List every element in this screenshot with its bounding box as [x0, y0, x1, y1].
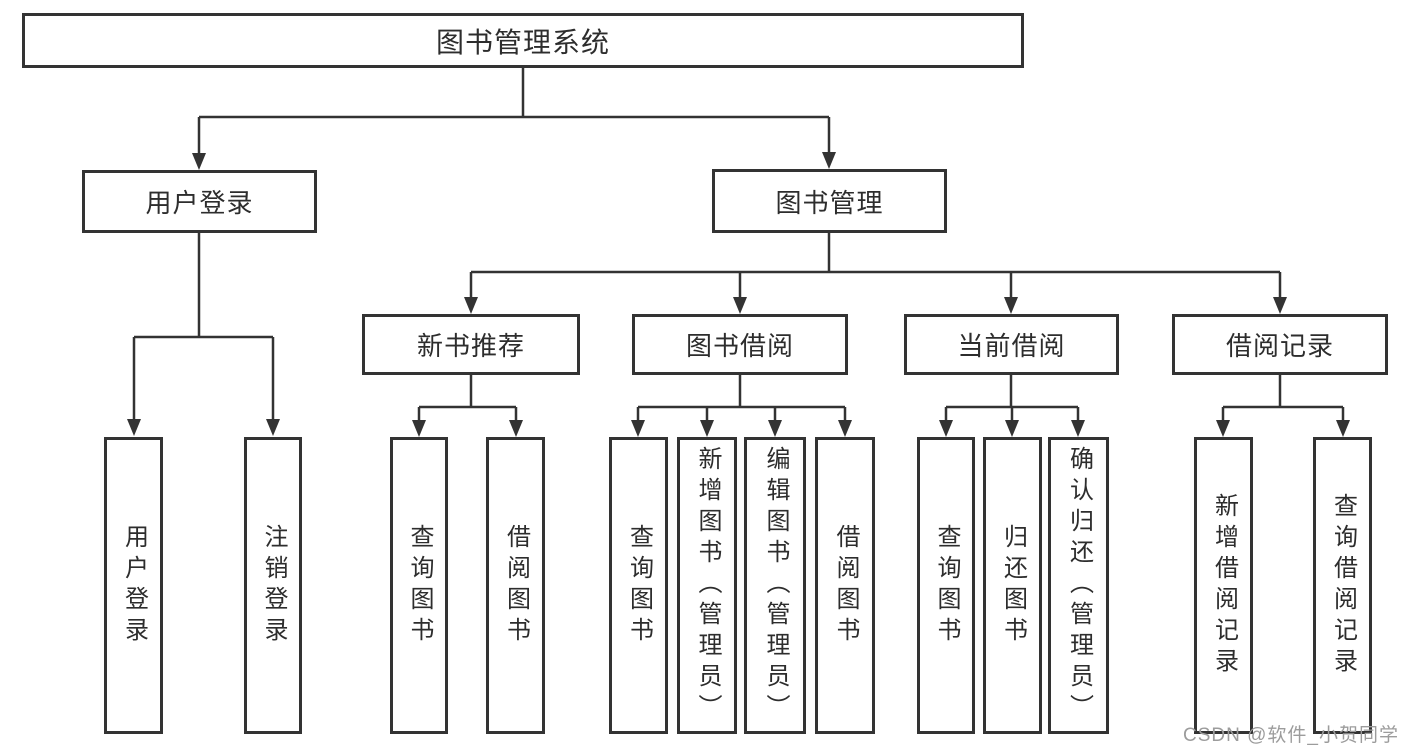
node-book-borrow-label: 图书借阅 — [685, 331, 794, 361]
leaf-return-books: 归还图书 — [983, 437, 1042, 734]
arrowhead — [266, 419, 280, 436]
leaf-borrow-query-books-label: 查询图书 — [625, 523, 653, 648]
leaf-add-borrow-record-label: 新增借阅记录 — [1210, 492, 1238, 679]
arrowhead — [768, 420, 782, 437]
arrowhead — [1005, 420, 1019, 437]
arrowhead — [1336, 420, 1350, 437]
leaf-add-book-admin: 新增图书（管理员） — [677, 437, 737, 734]
leaf-add-borrow-record: 新增借阅记录 — [1194, 437, 1253, 734]
leaf-borrow-query-books: 查询图书 — [609, 437, 668, 734]
arrowhead — [733, 297, 747, 314]
arrowhead — [127, 419, 141, 436]
leaf-confirm-return-admin: 确认归还（管理员） — [1048, 437, 1109, 734]
node-book-management: 图书管理 — [712, 169, 947, 233]
node-new-book-recommend-label: 新书推荐 — [416, 331, 525, 361]
watermark-text: CSDN @软件_小贺同学 — [1183, 725, 1399, 746]
leaf-borrow-books: 借阅图书 — [815, 437, 875, 734]
node-root: 图书管理系统 — [22, 13, 1024, 68]
connector-paths — [132, 68, 1345, 422]
leaf-edit-book-admin-label: 编辑图书（管理员） — [762, 446, 789, 725]
arrowhead — [1004, 297, 1018, 314]
leaf-edit-book-admin: 编辑图书（管理员） — [744, 437, 806, 734]
node-borrow-records-label: 借阅记录 — [1225, 331, 1334, 361]
node-book-management-label: 图书管理 — [775, 187, 884, 218]
arrowhead — [822, 152, 836, 169]
leaf-return-books-label: 归还图书 — [999, 523, 1027, 648]
leaf-recommend-query-books-label: 查询图书 — [406, 523, 433, 648]
arrowhead — [509, 420, 523, 437]
leaf-logout-label: 注销登录 — [260, 523, 287, 648]
arrowhead — [631, 420, 645, 437]
leaf-logout: 注销登录 — [244, 437, 302, 734]
leaf-current-query-books: 查询图书 — [917, 437, 975, 734]
node-user-login-label: 用户登录 — [145, 188, 254, 218]
leaf-recommend-borrow-books-label: 借阅图书 — [502, 523, 530, 648]
leaf-query-borrow-record: 查询借阅记录 — [1313, 437, 1372, 734]
arrowheads — [127, 152, 1350, 437]
leaf-user-login-label: 用户登录 — [120, 523, 148, 648]
arrowhead — [700, 420, 714, 437]
arrowhead — [1216, 420, 1230, 437]
leaf-user-login: 用户登录 — [104, 437, 163, 734]
arrowhead — [1273, 297, 1287, 314]
leaf-confirm-return-admin-label: 确认归还（管理员） — [1065, 446, 1093, 725]
arrowhead — [1071, 420, 1085, 437]
node-user-login: 用户登录 — [82, 170, 317, 233]
node-book-borrow: 图书借阅 — [632, 314, 848, 375]
arrowhead — [192, 153, 206, 170]
node-root-label: 图书管理系统 — [435, 26, 610, 58]
node-new-book-recommend: 新书推荐 — [362, 314, 580, 375]
leaf-recommend-query-books: 查询图书 — [390, 437, 448, 734]
arrowhead — [838, 420, 852, 437]
leaf-borrow-books-label: 借阅图书 — [832, 523, 859, 648]
arrowhead — [939, 420, 953, 437]
leaf-current-query-books-label: 查询图书 — [933, 523, 960, 648]
node-current-borrow: 当前借阅 — [904, 314, 1119, 375]
node-current-borrow-label: 当前借阅 — [957, 331, 1066, 361]
arrowhead — [412, 420, 426, 437]
leaf-query-borrow-record-label: 查询借阅记录 — [1329, 492, 1357, 679]
arrowhead — [464, 297, 478, 314]
leaf-add-book-admin-label: 新增图书（管理员） — [694, 446, 721, 725]
node-borrow-records: 借阅记录 — [1172, 314, 1388, 375]
leaf-recommend-borrow-books: 借阅图书 — [486, 437, 545, 734]
